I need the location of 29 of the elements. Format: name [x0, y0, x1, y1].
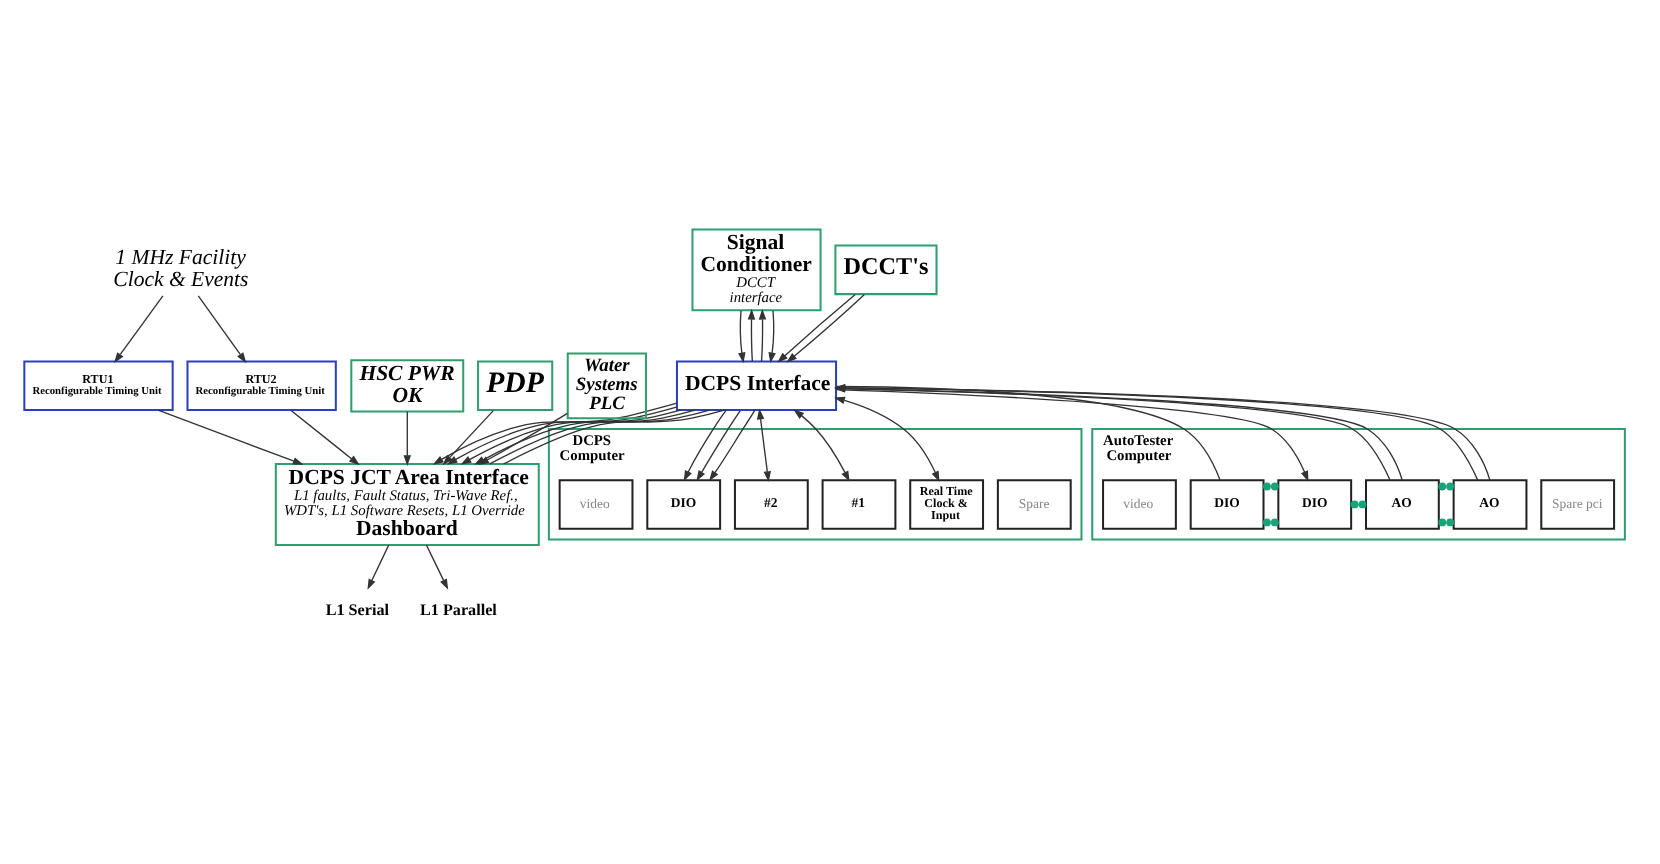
node-box: Signal Conditioner DCCT interface [691, 227, 822, 311]
arrow [683, 408, 727, 481]
node-box: DCPS JCT Area Interface L1 faults, Fault Status, Tri-Wave Ref., WDT's, L1 Software Resets, L1 Override Dashboard [274, 462, 540, 545]
arrow [478, 411, 568, 464]
arrow [367, 543, 390, 589]
arrow [290, 408, 360, 465]
arrow [835, 387, 1309, 481]
node-text: 1 MHz Facility Clock & Events [113, 245, 249, 291]
arrow [793, 408, 850, 481]
arrow [758, 307, 767, 361]
arrow [425, 543, 449, 589]
arrow [747, 307, 756, 361]
node-box: DCPS Interface [675, 359, 838, 411]
arrow [403, 410, 412, 465]
arrow [786, 293, 865, 362]
arrow [696, 408, 742, 481]
node-box: Water Systems PLC [566, 351, 647, 419]
arrow [834, 395, 940, 482]
arrow [197, 294, 247, 363]
arrow [777, 293, 856, 362]
arrow [738, 309, 746, 363]
arrow [709, 408, 756, 481]
arrow [756, 407, 772, 482]
arrow [768, 309, 776, 363]
node-box: HSC PWR OK [350, 358, 465, 412]
arrow [157, 408, 304, 464]
arrow [114, 294, 164, 363]
node-box: DCCT's [834, 243, 938, 295]
node-box: PDP [477, 359, 554, 411]
